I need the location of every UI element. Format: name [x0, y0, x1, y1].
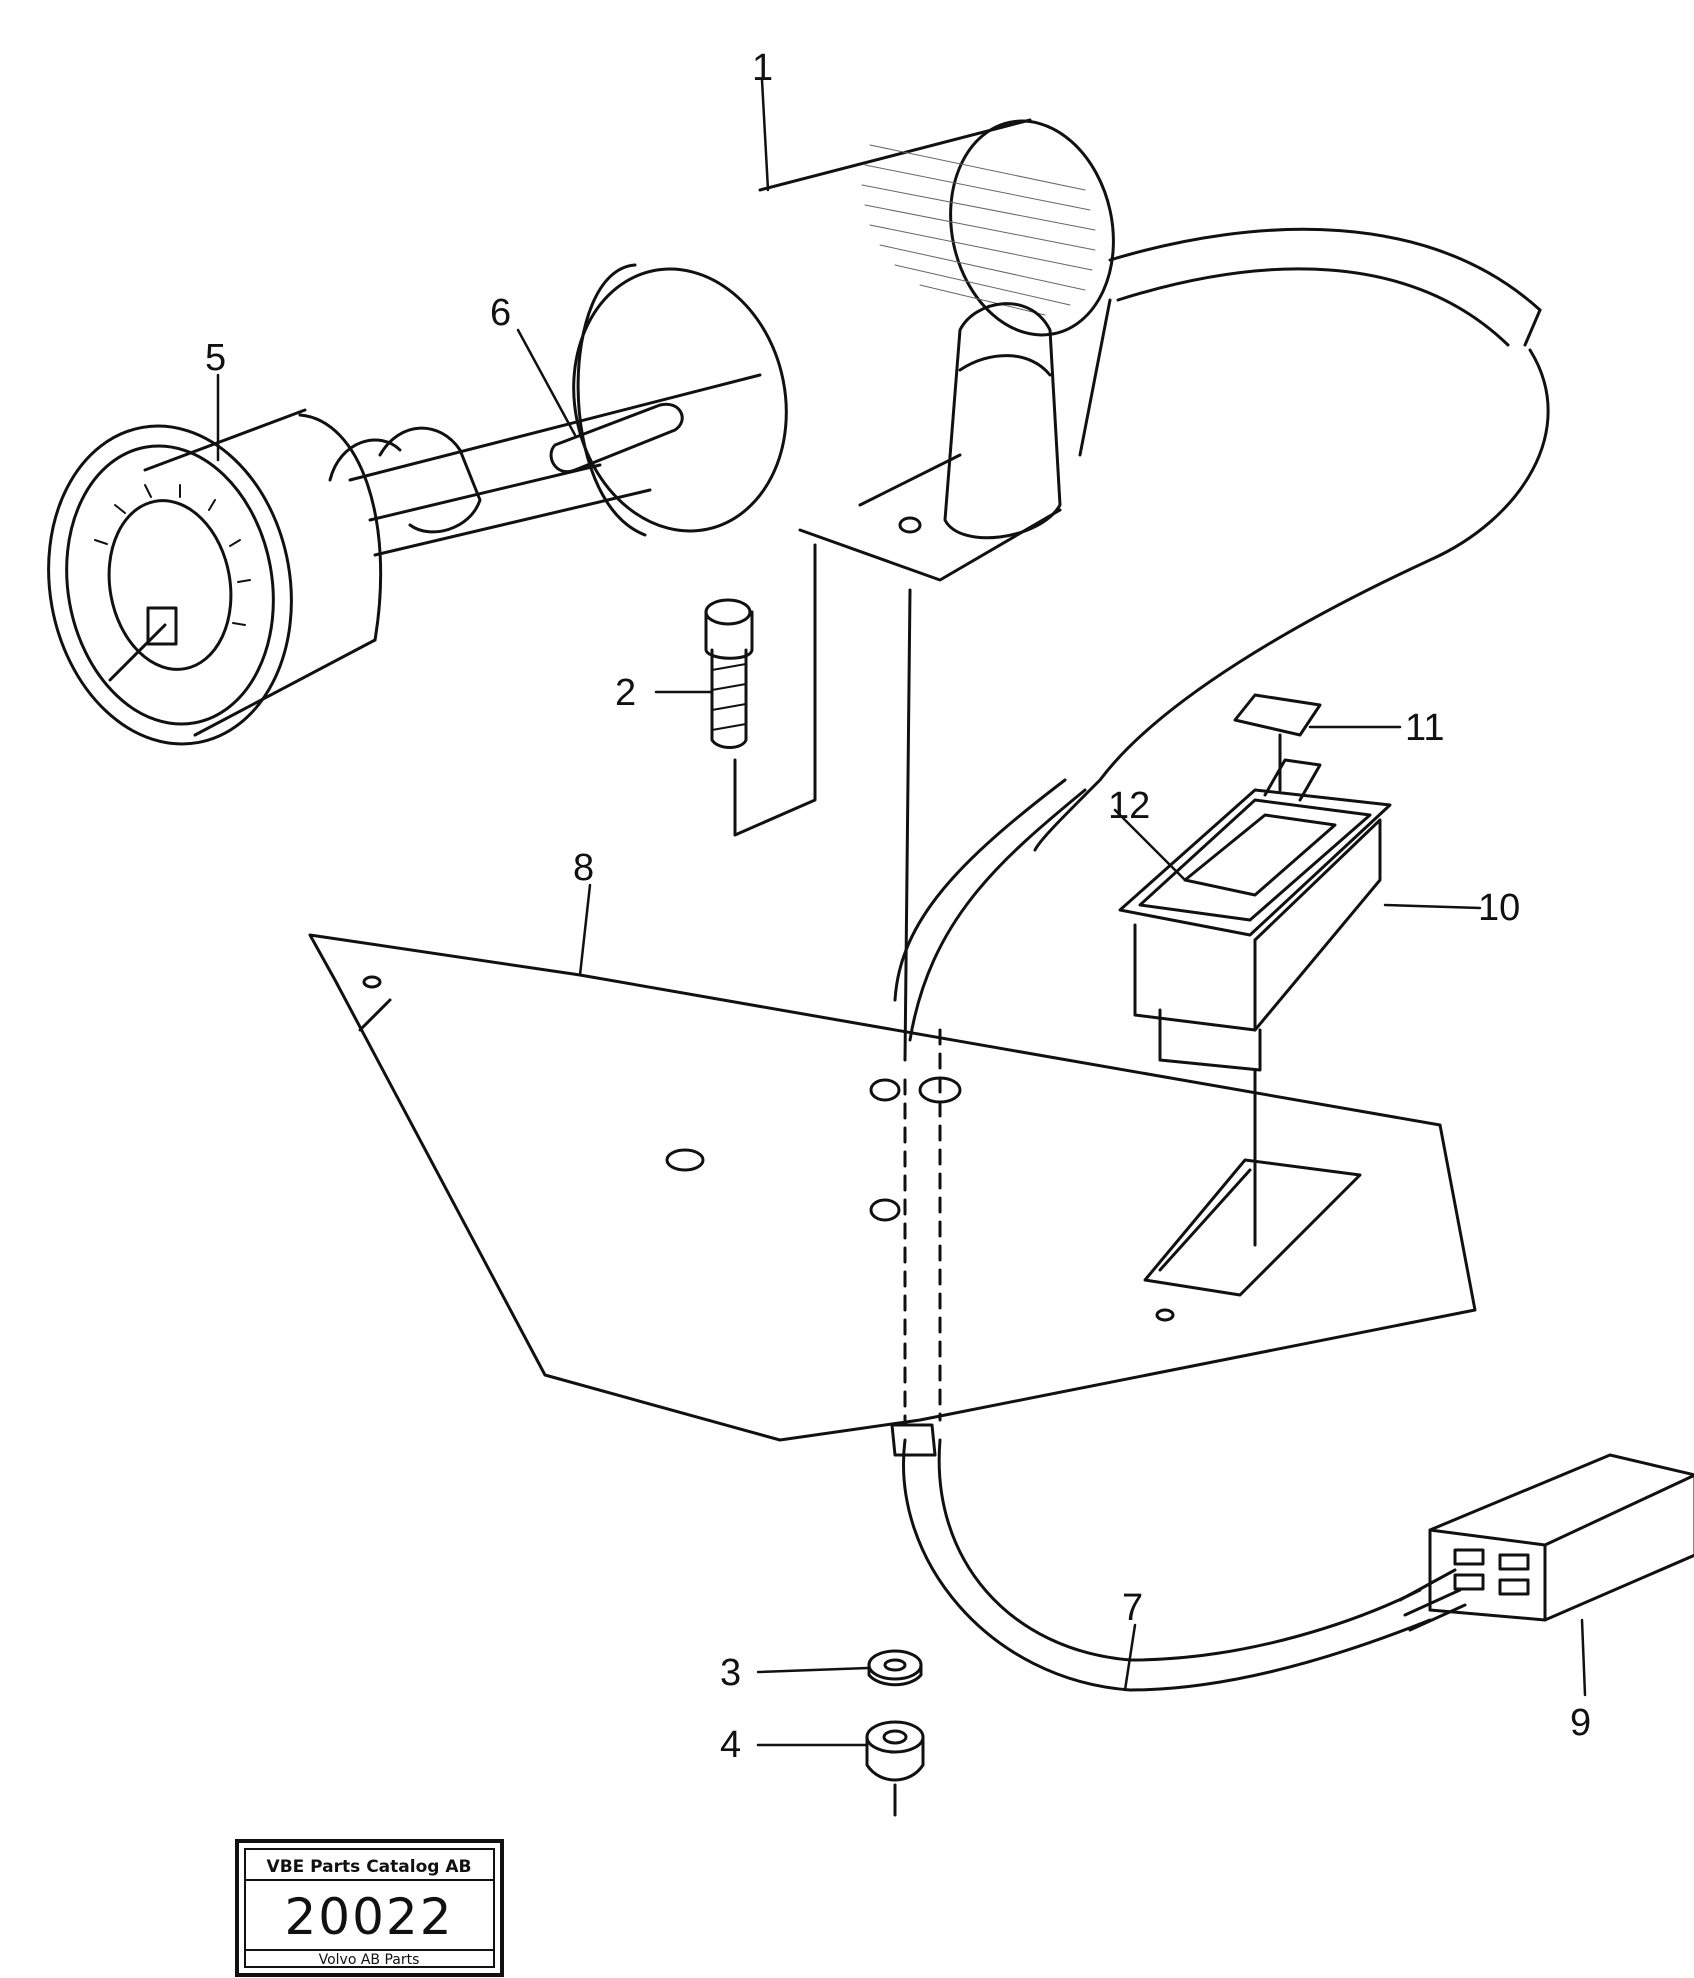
catalog-stamp: VBE Parts Catalog AB 20022 Volvo AB Part… — [235, 1839, 504, 1977]
nut — [865, 1720, 925, 1817]
callout-7: 7 — [1122, 1587, 1143, 1629]
callout-labels: 1 2 3 4 5 6 7 8 9 10 11 12 — [205, 47, 1591, 1766]
leader-lines — [216, 78, 1587, 1747]
callout-11: 11 — [1405, 707, 1444, 749]
callout-2: 2 — [615, 672, 636, 714]
callout-12: 12 — [1108, 785, 1150, 827]
callout-9: 9 — [1570, 1702, 1591, 1744]
callout-3: 3 — [720, 1652, 741, 1694]
stamp-footer: Volvo AB Parts — [319, 1952, 420, 1968]
cable-upper — [1033, 227, 1550, 852]
gauge — [47, 408, 383, 746]
screw — [704, 543, 817, 837]
callout-5: 5 — [205, 337, 226, 379]
washer — [867, 1649, 923, 1687]
callout-1: 1 — [752, 47, 773, 89]
stamp-company: VBE Parts Catalog AB — [267, 1857, 472, 1877]
switch-assembly — [1118, 693, 1392, 1247]
stamp-number: 20022 — [284, 1888, 453, 1946]
harness-shaft — [328, 373, 762, 557]
housing-bracket — [798, 302, 1062, 582]
connector — [1398, 1453, 1694, 1632]
mounting-axis — [903, 588, 912, 1062]
mounting-plate — [308, 933, 1477, 1442]
callout-8: 8 — [573, 847, 594, 889]
callout-10: 10 — [1478, 887, 1520, 929]
housing-cylinder — [572, 118, 1115, 537]
callout-4: 4 — [720, 1724, 741, 1766]
callout-6: 6 — [490, 292, 511, 334]
cable-lower — [890, 778, 1432, 1692]
